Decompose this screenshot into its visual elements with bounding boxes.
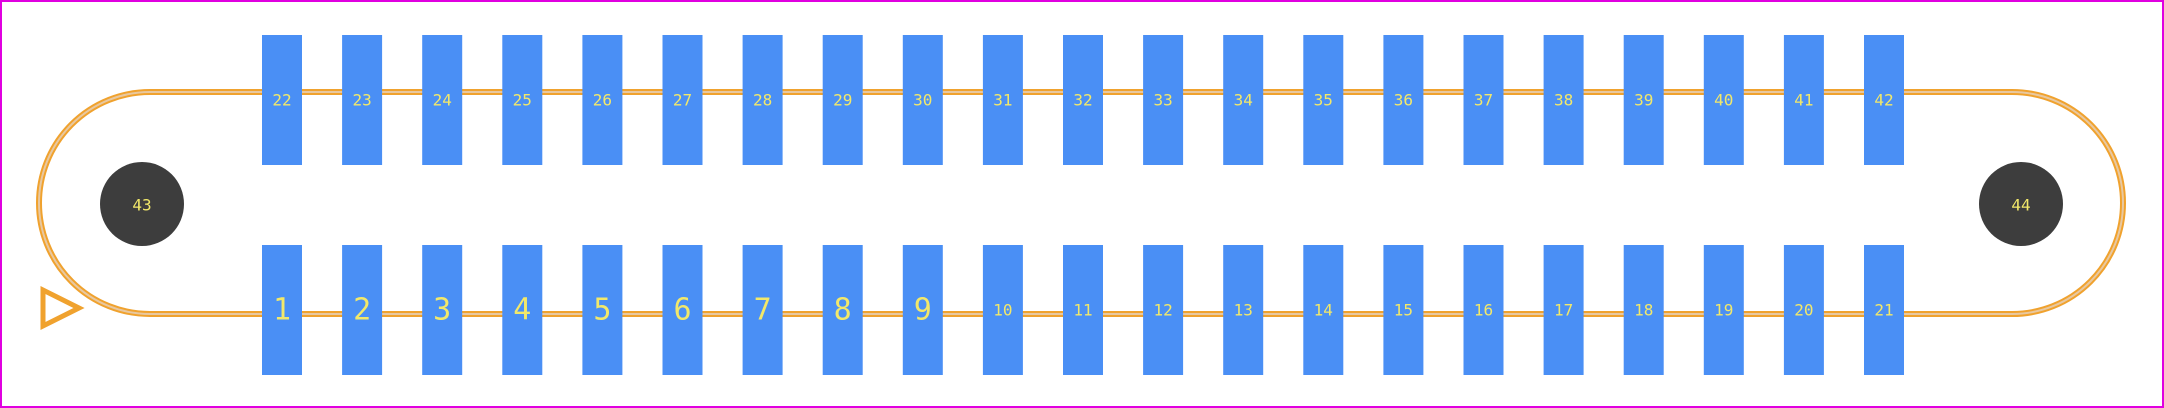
pad-34 (1223, 35, 1264, 165)
pad-40 (1703, 35, 1744, 165)
pad-41 (1783, 35, 1824, 165)
pad-label-16: 16 (1474, 301, 1493, 320)
pad-label-15: 15 (1394, 301, 1413, 320)
pad-label-25: 25 (513, 91, 532, 110)
pad-3 (422, 245, 463, 375)
pad-label-21: 21 (1874, 301, 1893, 320)
pad-39 (1623, 35, 1664, 165)
pad-label-30: 30 (913, 91, 932, 110)
pad-33 (1143, 35, 1184, 165)
pad-label-6: 6 (673, 293, 691, 328)
pad-6 (662, 245, 703, 375)
pad-label-40: 40 (1714, 91, 1733, 110)
pad-label-27: 27 (673, 91, 692, 110)
pad-2 (342, 245, 383, 375)
pad-label-42: 42 (1874, 91, 1893, 110)
pad-label-19: 19 (1714, 301, 1733, 320)
pad-label-31: 31 (993, 91, 1012, 110)
pad-15 (1383, 245, 1424, 375)
pad-label-10: 10 (993, 301, 1012, 320)
pad-38 (1543, 35, 1584, 165)
pad-label-24: 24 (433, 91, 452, 110)
pad-32 (1063, 35, 1103, 165)
pad-27 (662, 35, 703, 165)
pad-label-1: 1 (273, 293, 291, 328)
pad-37 (1463, 35, 1504, 165)
pad-label-28: 28 (753, 91, 772, 110)
pad-31 (982, 35, 1023, 165)
pad-14 (1303, 245, 1344, 375)
pad-label-5: 5 (593, 293, 611, 328)
pad-10 (982, 245, 1023, 375)
pad-11 (1063, 245, 1103, 375)
pad-label-4: 4 (513, 293, 531, 328)
pad-label-17: 17 (1554, 301, 1573, 320)
pad-label-20: 20 (1794, 301, 1813, 320)
pad-30 (902, 35, 943, 165)
pad-label-12: 12 (1153, 301, 1172, 320)
pad-label-36: 36 (1394, 91, 1413, 110)
pad-4 (502, 245, 543, 375)
pad-1 (262, 245, 302, 375)
pad-label-3: 3 (433, 293, 451, 328)
pad-label-9: 9 (914, 293, 932, 328)
pad-label-22: 22 (272, 91, 291, 110)
pad-29 (822, 35, 863, 165)
mounting-hole-44 (1979, 162, 2063, 246)
pad-12 (1143, 245, 1184, 375)
pin1-marker-icon (40, 285, 85, 331)
pad-22 (262, 35, 302, 165)
pad-36 (1383, 35, 1424, 165)
pad-21 (1864, 245, 1904, 375)
pad-17 (1543, 245, 1584, 375)
pad-label-8: 8 (834, 293, 852, 328)
pad-20 (1783, 245, 1824, 375)
pad-label-13: 13 (1234, 301, 1253, 320)
pad-label-39: 39 (1634, 91, 1653, 110)
pad-label-11: 11 (1073, 301, 1092, 320)
pad-label-29: 29 (833, 91, 852, 110)
pad-label-37: 37 (1474, 91, 1493, 110)
pad-13 (1223, 245, 1264, 375)
pad-label-33: 33 (1153, 91, 1172, 110)
pad-42 (1864, 35, 1904, 165)
pad-16 (1463, 245, 1504, 375)
mounting-hole-left: 43 (100, 162, 184, 246)
mounting-hole-label-43: 43 (132, 196, 151, 215)
pad-28 (742, 35, 783, 165)
pad-label-38: 38 (1554, 91, 1573, 110)
pad-label-23: 23 (352, 91, 371, 110)
pad-8 (822, 245, 863, 375)
mounting-hole-43 (100, 162, 184, 246)
pad-25 (502, 35, 543, 165)
pad-23 (342, 35, 383, 165)
pad-7 (742, 245, 783, 375)
pad-19 (1703, 245, 1744, 375)
pad-label-35: 35 (1314, 91, 1333, 110)
pad-26 (582, 35, 623, 165)
pad-row-top: 22 23 24 25 26 27 28 29 30 31 32 33 34 35 36 37 38 39 40 41… (262, 35, 1904, 165)
pad-18 (1623, 245, 1664, 375)
pad-label-41: 41 (1794, 91, 1813, 110)
pad-label-32: 32 (1073, 91, 1092, 110)
pad-35 (1303, 35, 1344, 165)
pad-label-2: 2 (353, 293, 371, 328)
pad-24 (422, 35, 463, 165)
pad-label-7: 7 (754, 293, 772, 328)
pad-label-14: 14 (1314, 301, 1333, 320)
connector-outline-inner (38, 91, 2124, 315)
pad-label-18: 18 (1634, 301, 1653, 320)
mounting-hole-label-44: 44 (2011, 196, 2030, 215)
mounting-hole-right: 44 (1979, 162, 2063, 246)
pad-9 (902, 245, 943, 375)
pad-5 (582, 245, 623, 375)
pad-label-26: 26 (593, 91, 612, 110)
pad-label-34: 34 (1234, 91, 1253, 110)
